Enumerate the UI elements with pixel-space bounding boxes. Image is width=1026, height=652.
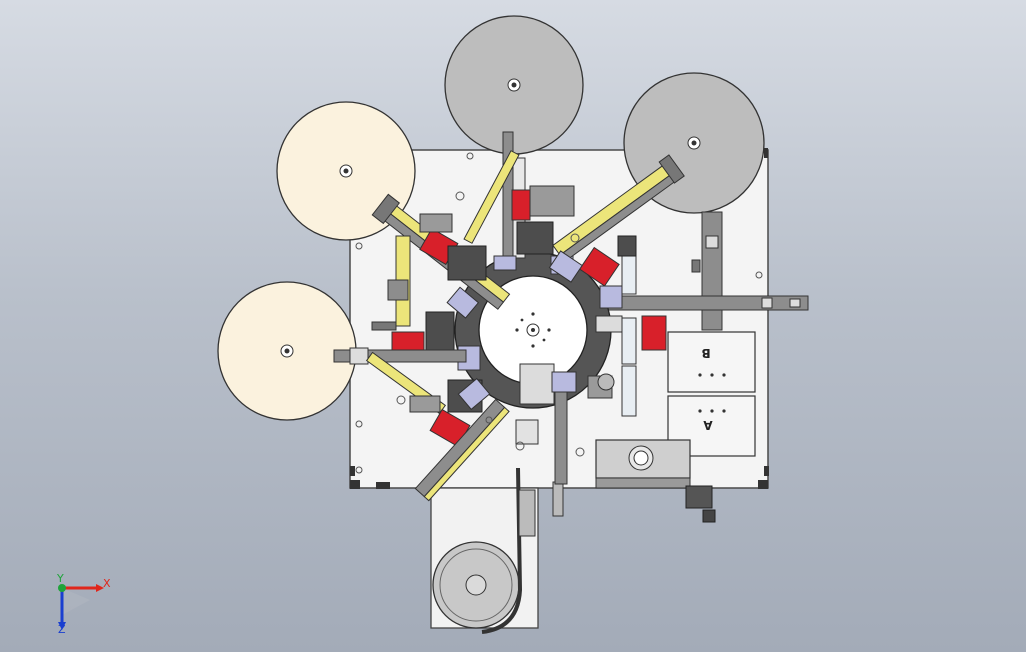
axis-x-label: X (103, 577, 111, 590)
pneumatic-cylinders-right (621, 247, 667, 417)
frame-detail-circles (396, 191, 585, 457)
station-bottom (515, 285, 623, 485)
frame-feet (350, 148, 769, 489)
output-plate-b (667, 331, 756, 393)
station-left-upper (371, 150, 520, 319)
station-left-lower (333, 347, 510, 502)
plate-b-label: B (701, 346, 710, 360)
reel-top-center (444, 15, 584, 155)
station-top-right (548, 154, 685, 287)
right-column-rail (603, 211, 809, 331)
axis-triad: X Y Z (56, 572, 111, 636)
axis-x-arrow-icon (96, 584, 104, 592)
axis-z-label: Z (58, 623, 66, 636)
plate-a-label: A (703, 418, 713, 432)
station-top (493, 131, 575, 275)
bottom-conveyor-unit (595, 439, 716, 523)
triad-plane (62, 588, 90, 615)
bowl-feeder (430, 467, 564, 634)
axis-z-arrow-icon (58, 622, 66, 630)
axis-y-label: Y (56, 572, 64, 585)
axis-y-dot-icon (58, 584, 66, 592)
